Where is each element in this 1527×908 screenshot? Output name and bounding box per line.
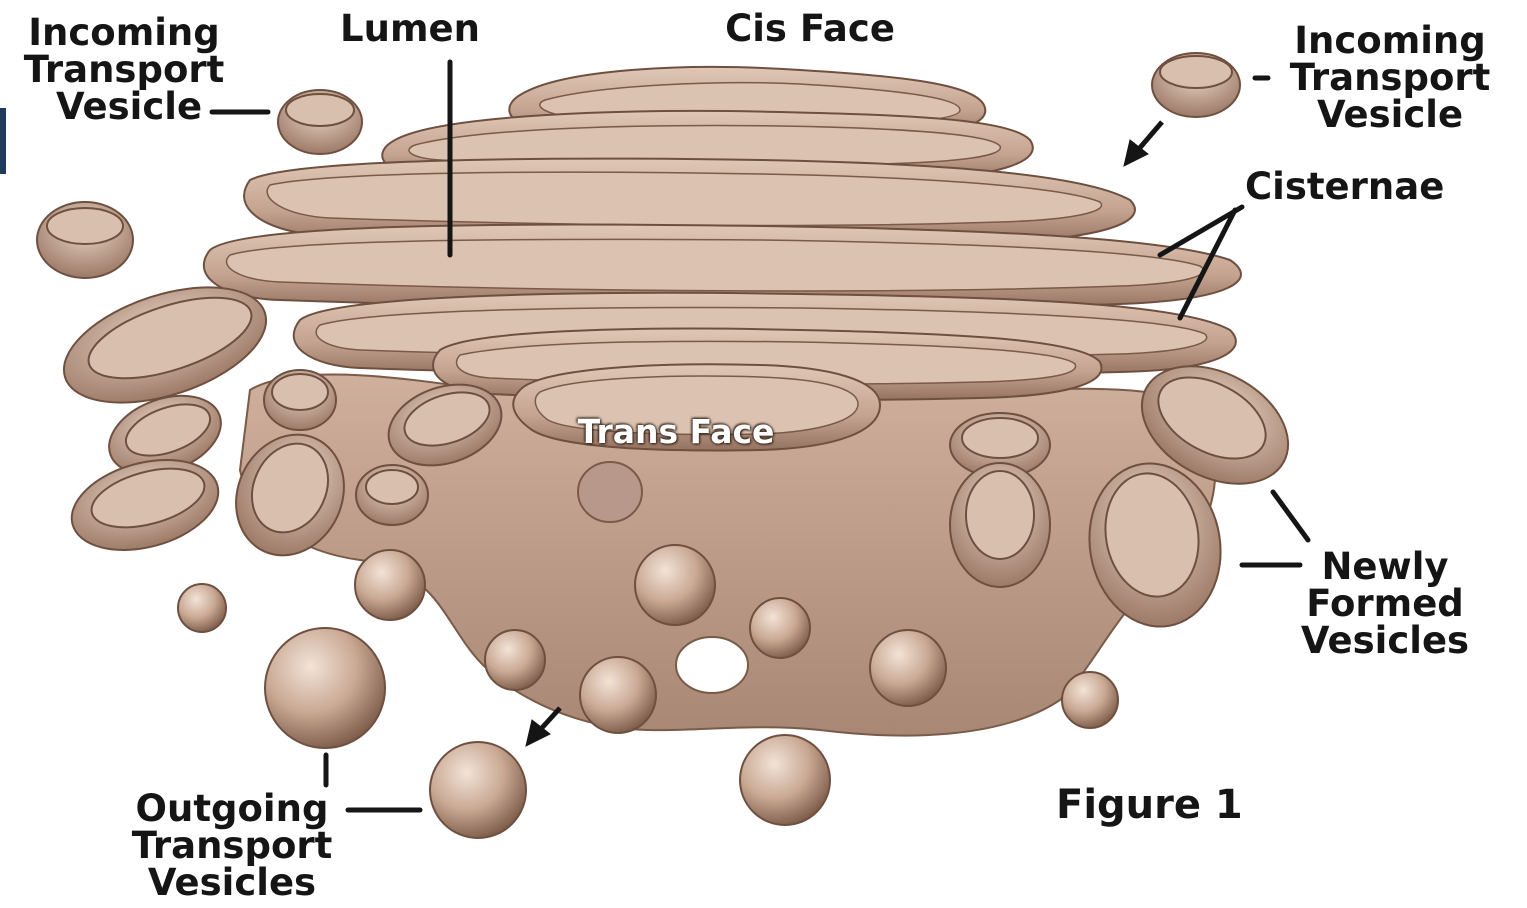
sphere-vesicle: [1062, 672, 1118, 728]
label-cisternae: Cisternae: [1245, 168, 1444, 205]
label-incoming-left-line2: Transport: [12, 51, 236, 88]
label-lumen: Lumen: [320, 10, 500, 47]
label-incoming-left-line1: Incoming: [12, 14, 236, 51]
label-newly-formed-line2: Formed: [1285, 585, 1485, 622]
label-incoming-right-line3: Vesicle: [1270, 96, 1510, 133]
sphere-vesicle: [485, 630, 545, 690]
network-hole: [578, 462, 642, 522]
label-outgoing-line3: Vesicles: [112, 864, 352, 901]
label-incoming-left-line3: Vesicle: [12, 88, 236, 125]
label-newly-formed: Newly Formed Vesicles: [1285, 548, 1485, 659]
incoming-vesicle-right-rim: [1160, 56, 1232, 88]
cup-vesicle-rim: [366, 470, 418, 504]
incoming-vesicle-left-rim: [286, 94, 354, 126]
label-incoming-right-line2: Transport: [1270, 59, 1510, 96]
label-outgoing-line1: Outgoing: [112, 790, 352, 827]
label-incoming-left: Incoming Transport Vesicle: [12, 14, 236, 125]
cup-vesicle-rim: [966, 471, 1034, 559]
label-outgoing-line2: Transport: [112, 827, 352, 864]
label-incoming-right: Incoming Transport Vesicle: [1270, 22, 1510, 133]
arrow-outgoing-shaft: [540, 708, 560, 730]
label-newly-formed-line1: Newly: [1285, 548, 1485, 585]
label-trans-face: Trans Face: [545, 413, 807, 450]
sphere-vesicle: [580, 657, 656, 733]
label-cis-face: Cis Face: [700, 10, 920, 47]
label-newly-formed-line3: Vesicles: [1285, 622, 1485, 659]
cup-vesicle-rim: [272, 374, 328, 410]
network-hole: [676, 637, 748, 693]
sphere-vesicle: [750, 598, 810, 658]
sphere-vesicle: [870, 630, 946, 706]
sphere-vesicle: [265, 628, 385, 748]
incoming-vesicle-far-left-rim: [47, 208, 123, 244]
accent-bar: [0, 108, 6, 174]
sphere-vesicle: [740, 735, 830, 825]
leader-newly-a: [1273, 492, 1308, 540]
sphere-vesicle: [635, 545, 715, 625]
sphere-vesicle: [178, 584, 226, 632]
sphere-vesicle: [355, 550, 425, 620]
leader-cisternae-a: [1160, 207, 1242, 255]
label-outgoing: Outgoing Transport Vesicles: [112, 790, 352, 901]
sphere-vesicle: [430, 742, 526, 838]
figure-caption: Figure 1: [1056, 787, 1243, 824]
cup-vesicle-rim: [962, 418, 1038, 458]
label-incoming-right-line1: Incoming: [1270, 22, 1510, 59]
arrow-incoming-shaft: [1138, 122, 1162, 150]
